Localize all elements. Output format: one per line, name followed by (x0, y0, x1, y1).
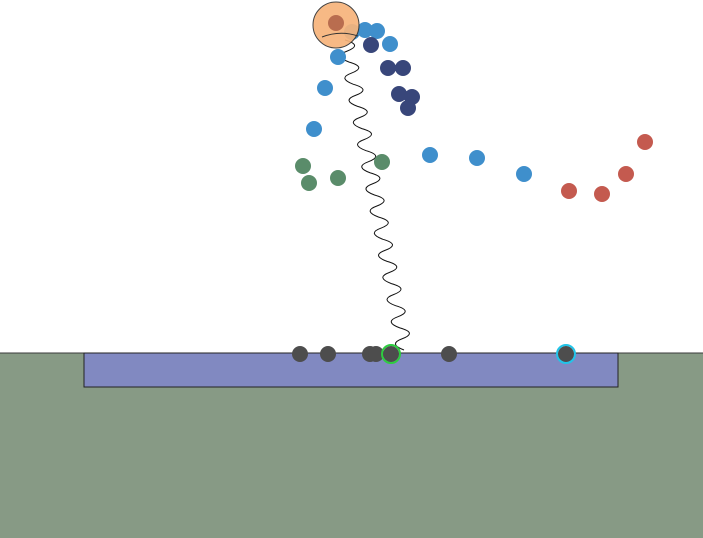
particle-red (594, 186, 610, 202)
particle-darkBlue (380, 60, 396, 76)
spring-coil (340, 39, 410, 351)
particle-lightBlue (306, 121, 322, 137)
particle-green (330, 170, 346, 186)
particle-lightBlue (357, 22, 373, 38)
anchor-node (320, 346, 336, 362)
particle-lightBlue (422, 147, 438, 163)
particle-darkBlue (395, 60, 411, 76)
anchor-node (383, 346, 399, 362)
particle-green (301, 175, 317, 191)
particle-lightBlue (330, 49, 346, 65)
particle-lightBlue (369, 23, 385, 39)
anchor-node (292, 346, 308, 362)
particle-lightBlue (317, 80, 333, 96)
target-anchor-ring (556, 344, 576, 364)
particle-red (637, 134, 653, 150)
particle-darkBlue (391, 86, 407, 102)
particle-darkBlue (400, 100, 416, 116)
particle-lightBlue (382, 36, 398, 52)
particle-red (618, 166, 634, 182)
particle-group (292, 22, 653, 364)
anchor-node (368, 346, 384, 362)
particle-red (561, 183, 577, 199)
agent-arc (321, 32, 359, 38)
particle-darkBlue (363, 37, 379, 53)
agent-ball[interactable] (312, 1, 360, 49)
particle-green (374, 154, 390, 170)
particle-lightBlue (469, 150, 485, 166)
anchor-node (558, 346, 574, 362)
particle-lightBlue (516, 166, 532, 182)
platform (83, 352, 619, 388)
anchor-node (441, 346, 457, 362)
selected-anchor-ring (381, 344, 401, 364)
particle-green (295, 158, 311, 174)
agent-core (328, 15, 344, 31)
